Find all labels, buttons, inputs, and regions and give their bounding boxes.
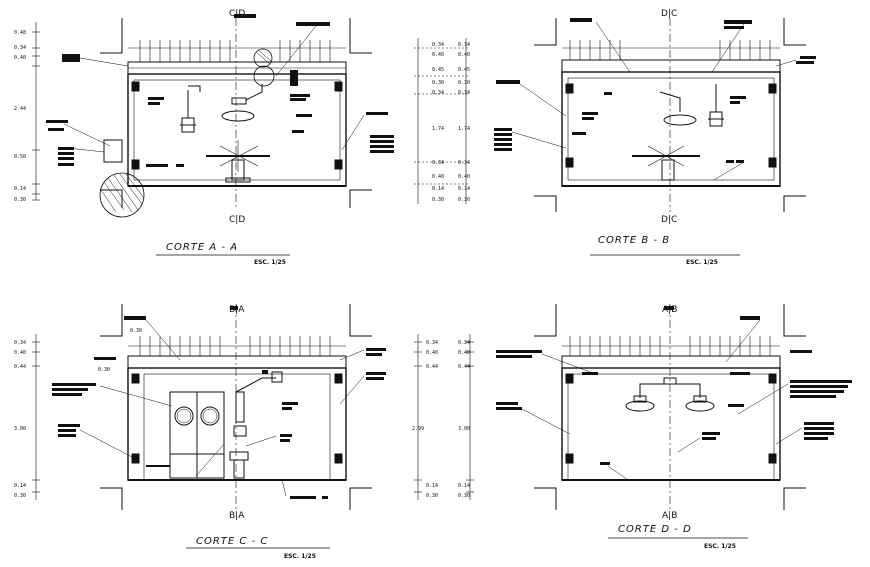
dim-b-l2: 0.45 [432, 67, 444, 73]
dim-c-r4: 0.14 [426, 483, 438, 489]
section-b-title: CORTE B - B [598, 235, 670, 246]
dim-d-2: 0.44 [458, 364, 470, 370]
dim-d-5: 0.30 [458, 493, 470, 499]
dim-a-1: 0.34 [14, 45, 26, 51]
dim-c-r1: 0.40 [426, 350, 438, 356]
dim-a-6: 0.30 [14, 197, 26, 203]
section-a-scale: ESC. 1/25 [254, 259, 286, 266]
dim-b-l8: 0.14 [432, 186, 444, 192]
section-c-scale: ESC. 1/25 [284, 553, 316, 560]
dim-c-tag-mid: 0.30 [98, 367, 110, 373]
dim-c-l1: 0.40 [14, 350, 26, 356]
section-b-cut-bottom: D|C [661, 215, 677, 225]
dim-a-0: 0.48 [14, 30, 26, 36]
dim-c-l4: 0.14 [14, 483, 26, 489]
dim-c-l5: 0.30 [14, 493, 26, 499]
section-c-title: CORTE C - C [196, 536, 268, 547]
section-d-scale: ESC. 1/25 [704, 543, 736, 550]
dim-b-r9: 0.30 [458, 197, 470, 203]
section-a [32, 14, 394, 218]
dim-b-r6: 0.34 [458, 160, 470, 166]
section-d [466, 304, 852, 512]
dim-b-l7: 0.40 [432, 174, 444, 180]
dim-d-1: 0.40 [458, 350, 470, 356]
dim-c-l3: 3.00 [14, 426, 26, 432]
dim-b-r3: 0.30 [458, 80, 470, 86]
dim-c-tag-top: 0.30 [130, 328, 142, 334]
dim-d-3: 3.00 [458, 426, 470, 432]
dim-a-4: 0.50 [14, 154, 26, 160]
dim-b-l4: 0.34 [432, 90, 444, 96]
dim-c-r2: 0.44 [426, 364, 438, 370]
dim-c-l0: 0.34 [14, 340, 26, 346]
dim-d-0: 0.34 [458, 340, 470, 346]
dim-b-l6: 0.34 [432, 160, 444, 166]
section-b [414, 18, 816, 212]
dim-b-l1: 0.40 [432, 52, 444, 58]
section-b-cut-top: D|C [661, 9, 677, 19]
dim-b-l9: 0.30 [432, 197, 444, 203]
dim-a-5: 0.14 [14, 186, 26, 192]
dim-b-r8: 0.14 [458, 186, 470, 192]
dim-b-r1: 0.40 [458, 52, 470, 58]
dim-b-r4: 0.34 [458, 90, 470, 96]
dim-c-r5: 0.30 [426, 493, 438, 499]
section-d-cut-bottom: A|B [662, 511, 677, 521]
section-c-cut-top: B|A [229, 305, 245, 315]
dim-b-r5: 1.74 [458, 126, 470, 132]
section-d-cut-top: A|B [662, 305, 677, 315]
dim-c-r0: 0.34 [426, 340, 438, 346]
dim-c-r3: 2.99 [412, 426, 424, 432]
dim-a-3: 2.44 [14, 106, 26, 112]
section-d-title: CORTE D - D [618, 524, 692, 535]
dim-b-l0: 0.34 [432, 42, 444, 48]
section-a-cut-top: C|D [229, 9, 245, 19]
dim-b-l3: 0.30 [432, 80, 444, 86]
dim-d-4: 0.14 [458, 483, 470, 489]
section-b-scale: ESC. 1/25 [686, 259, 718, 266]
section-c-cut-bottom: B|A [229, 511, 245, 521]
dim-b-r0: 0.34 [458, 42, 470, 48]
section-c [32, 304, 422, 512]
dim-c-l2: 0.44 [14, 364, 26, 370]
section-a-cut-bottom: C|D [229, 215, 245, 225]
dim-b-r7: 0.40 [458, 174, 470, 180]
dim-a-2: 0.40 [14, 55, 26, 61]
dim-b-r2: 0.45 [458, 67, 470, 73]
dim-b-l5: 1.74 [432, 126, 444, 132]
section-a-title: CORTE A - A [166, 242, 238, 253]
